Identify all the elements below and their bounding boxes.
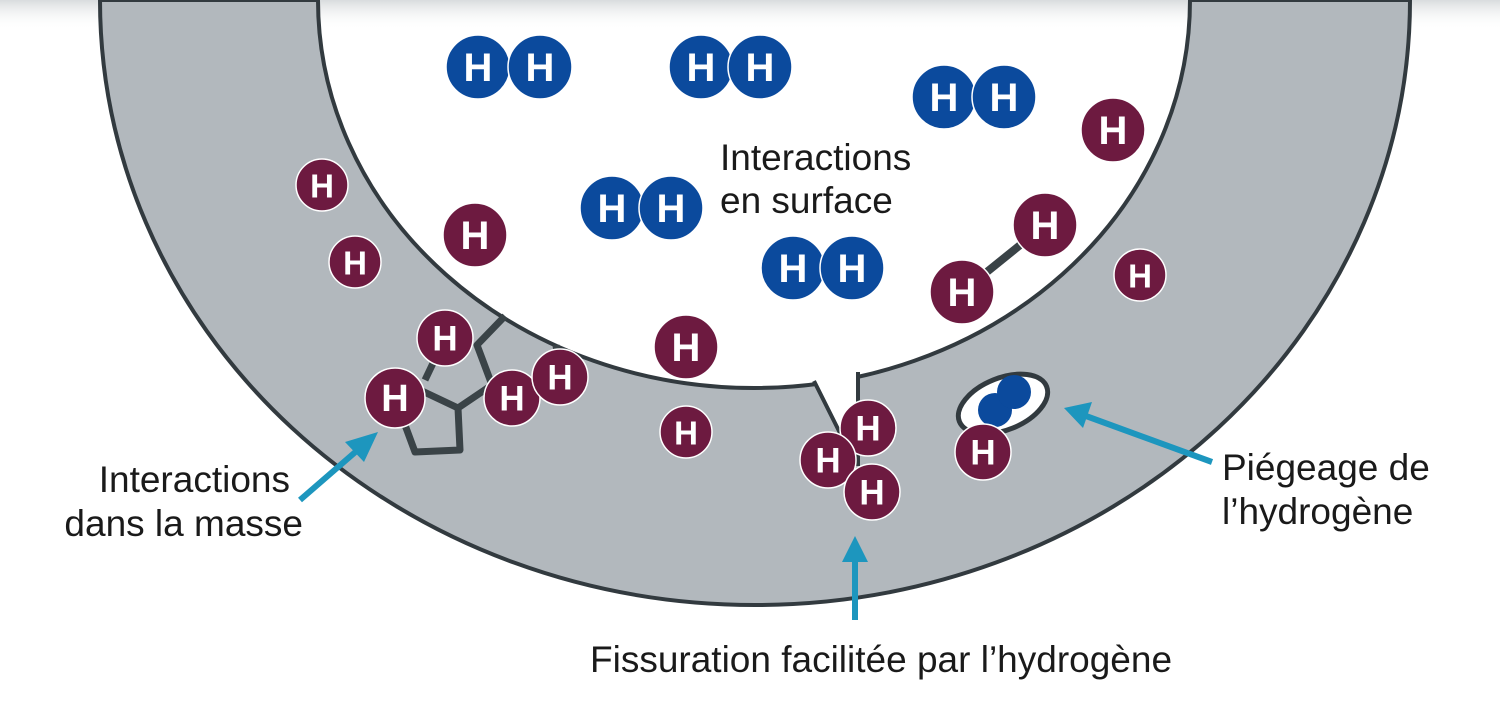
hydrogen-atom: [483, 369, 541, 427]
hydrogen-atom: [1080, 97, 1146, 163]
hydrogen-atom-label: H: [970, 434, 995, 473]
h2-molecule-atom: [638, 175, 704, 241]
arrow-trapping: [1084, 413, 1214, 465]
hydrogen-atom-label: H: [672, 326, 701, 370]
h2-molecule-atom-label: H: [464, 46, 493, 90]
hydrogen-atom-label: H: [1128, 258, 1152, 295]
label-surface-line1: Interactions: [720, 137, 911, 178]
hydrogen-atom: [653, 314, 719, 380]
hydrogen-atom: [843, 463, 901, 521]
label-trapping-line2: l’hydrogène: [1222, 491, 1413, 532]
hydrogen-atom: [929, 259, 995, 325]
arrows: [298, 402, 1214, 620]
hydrogen-atom-label: H: [948, 271, 977, 315]
hydrogen-atom-label: H: [310, 168, 334, 205]
h2-molecule-atom-label: H: [779, 247, 808, 291]
h2-molecule-atom-label: H: [687, 46, 716, 90]
h2-molecule-atom: [507, 34, 573, 100]
hydrogen-atom: [839, 399, 897, 457]
hydrogen-atom: [328, 235, 382, 289]
hydrogen-atom: [295, 158, 349, 212]
hydrogen-atom-label: H: [855, 410, 880, 449]
label-surface-line2: en surface: [720, 180, 893, 221]
h2-molecule-atom: [727, 34, 793, 100]
hydrogen-atom-label: H: [1099, 109, 1128, 153]
hydrogen-atom: [364, 367, 426, 429]
h2-molecule-atom-label: H: [657, 187, 686, 231]
hydrogen-atom: [954, 423, 1012, 481]
h2-molecule-atom-label: H: [930, 76, 959, 120]
hydrogen-atom-label: H: [499, 380, 524, 419]
label-bulk-line1: Interactions: [99, 459, 290, 500]
trapped-molecule-atom: [997, 375, 1031, 409]
hydrogen-atom: [416, 309, 474, 367]
hydrogen-atom-label: H: [1031, 204, 1060, 248]
hydrogen-atom-label: H: [674, 415, 698, 452]
hydrogen-atom: [659, 405, 713, 459]
h2-molecule-atom: [971, 64, 1037, 130]
h2-molecule-atom-label: H: [526, 46, 555, 90]
hydrogen-atom: [442, 202, 508, 268]
label-trapping-line1: Piégeage de: [1222, 447, 1430, 488]
hydrogen-atom-label: H: [432, 320, 457, 359]
hydrogen-atom: [799, 431, 857, 489]
h2-molecule-atom-label: H: [746, 46, 775, 90]
h2-molecule-atom-label: H: [838, 247, 867, 291]
hydrogen-atom: [531, 348, 589, 406]
arrow-bulk: [298, 445, 362, 503]
hydrogen-atom-label: H: [815, 442, 840, 481]
hydrogen-atom-label: H: [547, 359, 572, 398]
h2-molecule-atom-label: H: [598, 187, 627, 231]
arrowhead-icon: [842, 536, 868, 562]
arrowhead-icon: [345, 432, 378, 462]
hydrogen-atom: [1012, 192, 1078, 258]
hydrogen-atom-label: H: [343, 245, 367, 282]
hydrogen-atom-label: H: [381, 378, 408, 420]
label-cracking: Fissuration facilitée par l’hydrogène: [590, 639, 1172, 680]
hydrogen-atom: [1113, 248, 1167, 302]
label-bulk-line2: dans la masse: [64, 503, 303, 544]
h2-molecule-atom: [819, 235, 885, 301]
hydrogen-atom-label: H: [461, 214, 490, 258]
h2-molecule-atom-label: H: [990, 76, 1019, 120]
hydrogen-atom-label: H: [859, 474, 884, 513]
arrowhead-icon: [1064, 402, 1092, 428]
